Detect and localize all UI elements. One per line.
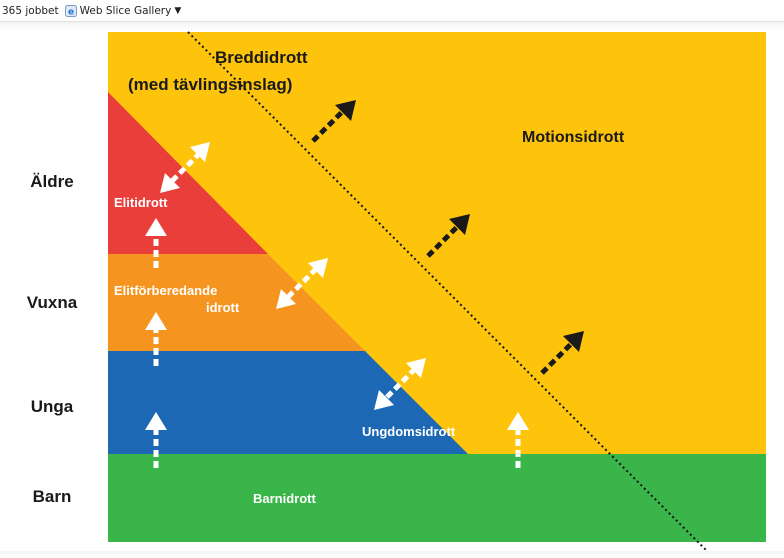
svg-text:e: e xyxy=(68,7,74,17)
bottom-edge xyxy=(0,551,784,558)
caret-down-icon: ▼ xyxy=(174,5,182,16)
white-double-arrow-2 xyxy=(276,258,328,309)
ie-icon: e xyxy=(64,4,77,17)
dark-arrow-3 xyxy=(540,331,584,375)
ungdomsidrott-label: Ungdomsidrott xyxy=(362,424,456,439)
elitforberedande-label-line2: idrott xyxy=(206,300,240,315)
favorites-link-label: 365 jobbet xyxy=(2,4,59,17)
barnidrott-area xyxy=(108,454,766,542)
elitidrott-label: Elitidrott xyxy=(114,195,168,210)
elitforberedande-area xyxy=(108,254,365,351)
toolbar-shadow xyxy=(0,22,784,30)
motionsidrott-label: Motionsidrott xyxy=(522,129,625,146)
elitforberedande-label-line1: Elitförberedande xyxy=(114,283,218,298)
age-label-unga: Unga xyxy=(30,397,74,416)
white-up-arrow-2 xyxy=(145,312,167,366)
elitidrott-area xyxy=(108,92,268,254)
age-label-aldre: Äldre xyxy=(30,172,74,191)
age-label-vuxna: Vuxna xyxy=(26,293,78,312)
white-up-arrow-1 xyxy=(145,218,167,268)
white-up-arrow-3 xyxy=(145,412,167,468)
breddidrott-subtitle: (med tävlingsinslag) xyxy=(128,75,293,94)
breddidrott-title: Breddidrott xyxy=(215,48,308,67)
barnidrott-label: Barnidrott xyxy=(253,491,316,506)
white-double-arrow-3 xyxy=(374,358,426,410)
dark-arrow-1 xyxy=(311,100,356,143)
favorites-bar: 365 jobbet e Web Slice Gallery ▼ xyxy=(0,0,784,22)
dark-arrow-2 xyxy=(426,214,470,258)
white-up-arrow-4 xyxy=(507,412,529,468)
dotted-divider-line xyxy=(187,31,713,557)
age-label-barn: Barn xyxy=(32,487,72,506)
ungdomsidrott-area xyxy=(108,351,468,454)
white-double-arrow-1 xyxy=(160,142,210,193)
web-slice-gallery-button[interactable]: e Web Slice Gallery ▼ xyxy=(59,4,182,17)
web-slice-gallery-label: Web Slice Gallery xyxy=(79,4,172,17)
favorites-link-365-jobbet[interactable]: 365 jobbet xyxy=(2,5,59,17)
